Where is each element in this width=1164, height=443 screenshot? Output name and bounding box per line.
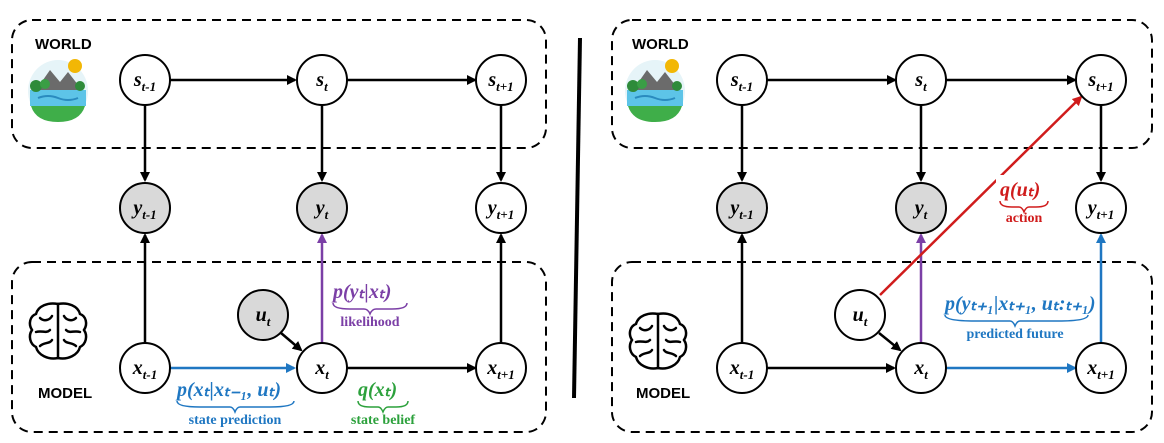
- action-annotation: q(uₜ) action: [996, 175, 1052, 226]
- node-u: ut: [237, 289, 289, 341]
- node-y-next: yt+1: [1075, 182, 1127, 234]
- svg-text:st: st: [914, 69, 927, 94]
- svg-text:yt: yt: [913, 197, 928, 222]
- node-s-prev: st-1: [716, 54, 768, 106]
- node-s-next: st+1: [1075, 54, 1127, 106]
- svg-text:xt+1: xt+1: [486, 357, 515, 382]
- svg-text:yt-1: yt-1: [728, 197, 753, 222]
- node-y-cur: yt: [296, 182, 348, 234]
- node-s-cur: st: [895, 54, 947, 106]
- node-x-prev: xt-1: [119, 342, 171, 394]
- svg-text:xt: xt: [314, 357, 329, 382]
- right-world-region: [611, 19, 1153, 149]
- node-y-prev: yt-1: [119, 182, 171, 234]
- node-s-next: st+1: [475, 54, 527, 106]
- edge-u-to-x-cur: [280, 332, 303, 352]
- predicted-future-expression: p(yₜ₊₁|xₜ₊₁, uₜ:ₜ₊₁): [943, 293, 1096, 315]
- svg-text:yt+1: yt+1: [486, 197, 514, 222]
- world-landscape-icon: [28, 59, 88, 122]
- state-prediction-annotation: p(xₜ|xₜ₋₁, uₜ) state prediction: [175, 379, 295, 428]
- svg-text:ut: ut: [853, 304, 868, 329]
- svg-text:ut: ut: [256, 304, 271, 329]
- svg-text:st+1: st+1: [487, 69, 513, 94]
- predicted-future-caption: predicted future: [966, 327, 1063, 342]
- svg-text:xt+1: xt+1: [1086, 357, 1115, 382]
- action-caption: action: [1006, 211, 1043, 226]
- likelihood-annotation: p(yₜ|xₜ) likelihood: [331, 281, 408, 330]
- svg-text:xt-1: xt-1: [132, 357, 157, 382]
- svg-text:yt+1: yt+1: [1086, 197, 1114, 222]
- node-u: ut: [834, 289, 886, 341]
- node-y-next: yt+1: [475, 182, 527, 234]
- right-model-region: [611, 261, 1153, 433]
- svg-text:xt: xt: [913, 357, 928, 382]
- edge-u-to-s-next: [879, 95, 1083, 296]
- left-world-title: WORLD: [35, 36, 92, 53]
- node-x-cur: xt: [895, 342, 947, 394]
- node-x-cur: xt: [296, 342, 348, 394]
- svg-text:st-1: st-1: [133, 69, 156, 94]
- node-s-prev: st-1: [119, 54, 171, 106]
- node-x-next: xt+1: [475, 342, 527, 394]
- left-model-title: MODEL: [38, 385, 92, 402]
- svg-text:st-1: st-1: [730, 69, 753, 94]
- state-prediction-caption: state prediction: [189, 413, 282, 428]
- state-belief-annotation: q(xₜ) state belief: [351, 379, 415, 428]
- svg-text:yt: yt: [314, 197, 329, 222]
- state-prediction-expression: p(xₜ|xₜ₋₁, uₜ): [175, 379, 281, 401]
- likelihood-caption: likelihood: [340, 315, 399, 330]
- left-world-region: [11, 19, 547, 149]
- node-y-cur: yt: [895, 182, 947, 234]
- brain-icon: [628, 312, 688, 370]
- right-model-title: MODEL: [636, 385, 690, 402]
- svg-text:xt-1: xt-1: [729, 357, 754, 382]
- state-belief-caption: state belief: [351, 413, 415, 428]
- node-y-prev: yt-1: [716, 182, 768, 234]
- svg-text:st+1: st+1: [1087, 69, 1113, 94]
- node-x-prev: xt-1: [716, 342, 768, 394]
- left-panel: WORLD MODEL: [11, 19, 547, 433]
- left-model-region: [11, 261, 547, 433]
- state-belief-expression: q(xₜ): [358, 379, 397, 401]
- predicted-future-annotation: p(yₜ₊₁|xₜ₊₁, uₜ:ₜ₊₁) predicted future: [943, 293, 1096, 342]
- svg-text:yt-1: yt-1: [131, 197, 156, 222]
- panel-divider: [572, 37, 582, 399]
- world-landscape-icon: [625, 59, 685, 122]
- node-s-cur: st: [296, 54, 348, 106]
- svg-text:st: st: [315, 69, 328, 94]
- right-panel: WORLD MODEL: [611, 19, 1153, 433]
- right-world-title: WORLD: [632, 36, 689, 53]
- brain-icon: [28, 302, 88, 360]
- edge-u-to-x-cur: [878, 332, 902, 352]
- node-x-next: xt+1: [1075, 342, 1127, 394]
- likelihood-expression: p(yₜ|xₜ): [331, 281, 391, 303]
- action-expression: q(uₜ): [1000, 179, 1040, 201]
